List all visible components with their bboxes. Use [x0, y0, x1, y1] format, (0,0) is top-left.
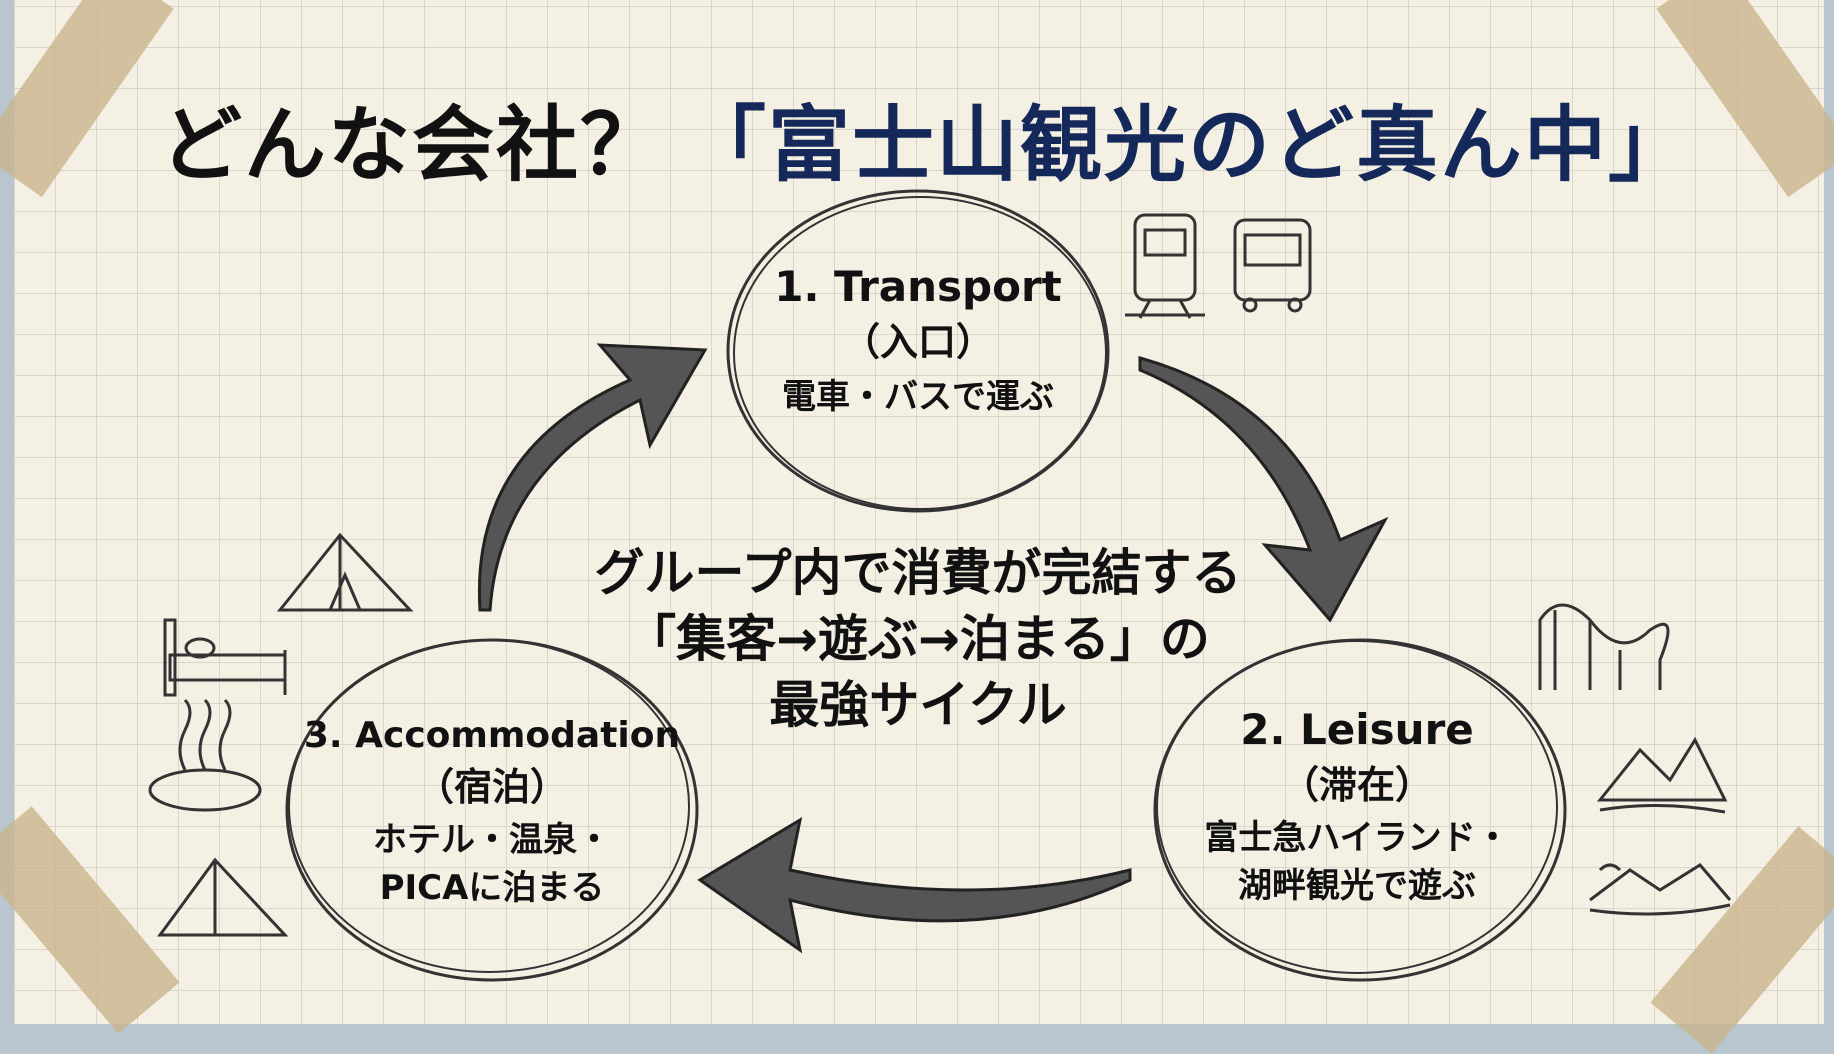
node-transport: 1. Transport （入口） 電車・バスで運ぶ — [718, 262, 1118, 422]
title-highlight: 「富士山観光のど真ん中」 — [684, 98, 1693, 193]
node-description: 電車・バスで運ぶ — [782, 377, 1054, 417]
node-subheading: （滞在） — [1280, 763, 1433, 807]
leisure-circle-outline — [1156, 640, 1558, 974]
node-subheading: （入口） — [841, 320, 994, 364]
cycle-diagram — [148, 189, 1732, 982]
tent-icon — [276, 532, 414, 612]
node-description: 湖畔観光で遊ぶ — [1238, 865, 1476, 906]
transport-circle — [726, 189, 1110, 513]
accommodation-circle-outline — [288, 639, 690, 973]
mountain-icon — [1596, 736, 1728, 814]
center-line: 「集客→遊ぶ→泊まる」の — [626, 610, 1210, 668]
arrow-leisure-to-accommodation — [697, 816, 1132, 954]
center-line: グループ内で消費が完結する — [594, 544, 1242, 602]
center-line: 最強サイクル — [769, 676, 1067, 734]
roller-coaster-icon — [1538, 603, 1670, 690]
glamping-tent-icon — [157, 857, 289, 937]
node-description: 富士急ハイランド・ — [1204, 818, 1510, 858]
arrow-accommodation-to-transport — [477, 343, 708, 612]
node-description: ホテル・温泉・ — [373, 820, 611, 860]
train-icon — [1125, 213, 1205, 319]
bus-icon — [1233, 218, 1312, 313]
transport-circle-outline — [733, 196, 1107, 510]
arrow-transport-to-leisure — [1138, 356, 1389, 623]
bed-icon — [163, 618, 287, 697]
title-prefix: どんな会社？ — [160, 98, 665, 193]
node-heading: 2. Leisure — [1240, 705, 1474, 754]
node-accommodation: 3. Accommodation （宿泊） ホテル・温泉・ PICAに泊まる — [292, 715, 692, 912]
lake-icon — [1589, 863, 1732, 916]
center-message: グループ内で消費が完結する 「集客→遊ぶ→泊まる」の 最強サイクル — [568, 540, 1268, 738]
node-subheading: （宿泊） — [415, 765, 568, 809]
node-description: PICAに泊まる — [379, 867, 605, 908]
leisure-circle — [1153, 638, 1567, 982]
page-title: どんな会社？「富士山観光のど真ん中」 — [160, 78, 1692, 197]
node-heading: 1. Transport — [774, 262, 1062, 311]
hot-spring-icon — [148, 698, 262, 812]
node-heading: 3. Accommodation — [303, 715, 681, 756]
node-leisure: 2. Leisure （滞在） 富士急ハイランド・ 湖畔観光で遊ぶ — [1157, 705, 1557, 910]
